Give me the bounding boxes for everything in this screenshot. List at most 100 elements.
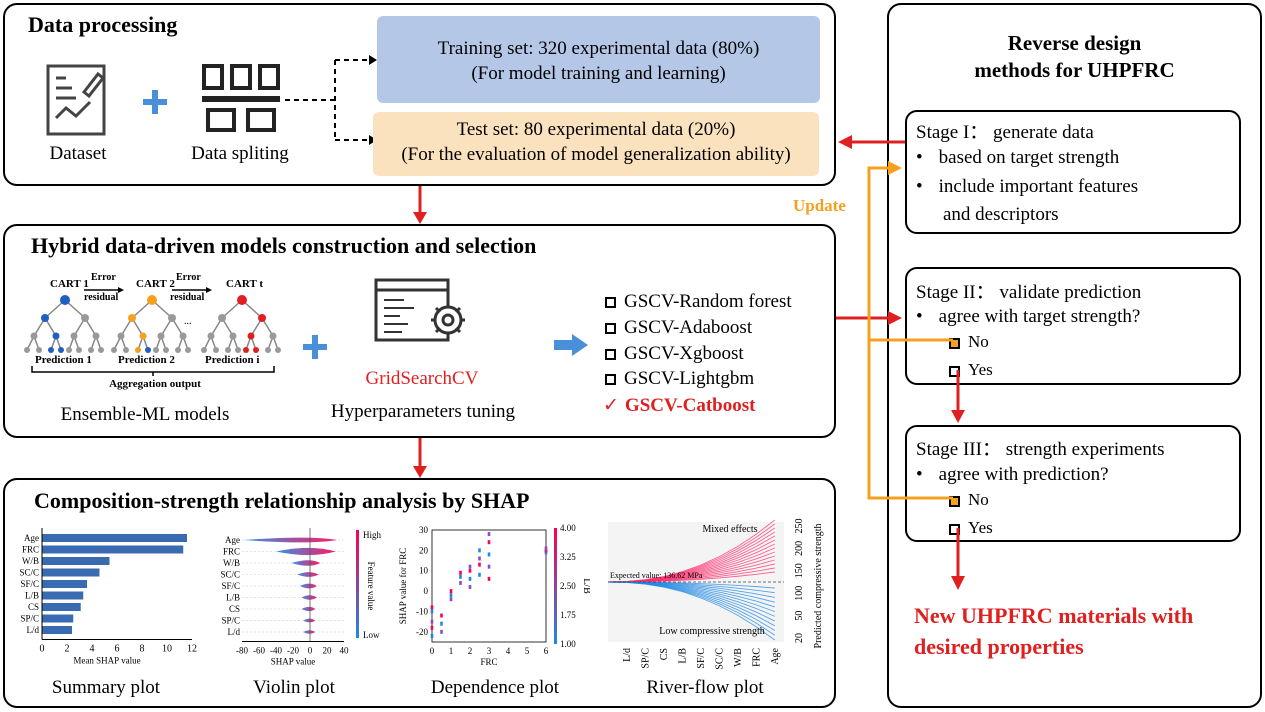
colorbar-tick-label: 4.00 xyxy=(560,523,576,533)
stage3-no: No xyxy=(949,490,989,510)
violin-category-label: CS xyxy=(229,604,240,614)
x-tick-label: 40 xyxy=(340,646,350,656)
x-tick-label: 0 xyxy=(40,644,45,655)
model-option-random-forest: GSCV-Random forest xyxy=(605,291,792,313)
river-category-label: SF/C xyxy=(696,648,707,669)
bar-category-label: L/B xyxy=(25,591,39,601)
river-flow-plot-label: River-flow plot xyxy=(646,677,764,698)
stage1-bullet2-cont: and descriptors xyxy=(943,204,1059,225)
dataset-label: Dataset xyxy=(49,143,107,164)
x-tick-label: 3 xyxy=(487,646,492,656)
x-tick-label: 6 xyxy=(115,644,120,655)
scatter-point xyxy=(468,585,472,590)
scatter-point xyxy=(487,540,491,545)
bar-category-label: CS xyxy=(28,602,39,612)
error-label-1: Error xyxy=(91,272,116,283)
river-category-label: SC/C xyxy=(714,648,725,670)
bar xyxy=(42,545,184,554)
stage2-box xyxy=(905,267,1241,385)
cart-tree-2 xyxy=(111,295,191,353)
bar xyxy=(42,626,72,634)
bar-category-label: W/B xyxy=(22,556,39,566)
y-tick-label: 0 xyxy=(424,586,429,596)
colorbar-tick-label: 1.00 xyxy=(560,639,576,649)
bar xyxy=(42,534,187,542)
river-category-label: W/B xyxy=(733,648,744,667)
y-tick-label: 250 xyxy=(794,519,805,534)
stage1-bullet1: •based on target strength xyxy=(916,147,1120,168)
scatter-point xyxy=(430,625,434,630)
river-line xyxy=(607,519,776,583)
predictioni-label: Prediction i xyxy=(205,354,260,366)
stage1-bullet2: •include important features xyxy=(916,176,1139,197)
x-tick-label: 10 xyxy=(162,644,172,655)
river-category-label: FRC xyxy=(751,648,762,667)
x-tick-label: -80 xyxy=(236,646,248,656)
river-category-label: SP/C xyxy=(641,648,652,669)
scatter-point xyxy=(487,532,491,537)
violin-shape xyxy=(301,606,316,612)
scatter-point xyxy=(544,546,548,551)
colorbar-tick-label: 1.75 xyxy=(560,610,576,620)
x-tick-label: 0 xyxy=(430,646,435,656)
x-tick-label: 2 xyxy=(468,646,473,656)
river-category-label: CS xyxy=(659,648,670,660)
x-tick-label: 6 xyxy=(544,646,549,656)
aggregation-label: Aggregation output xyxy=(109,378,201,390)
checkbox-icon xyxy=(949,523,960,535)
scatter-point xyxy=(459,574,462,579)
scatter-point xyxy=(459,580,462,585)
down-arrow-2 xyxy=(413,438,427,478)
checkbox-icon xyxy=(605,374,616,386)
violin-shape xyxy=(303,618,316,623)
hybrid-panel xyxy=(3,224,836,438)
model-option-adaboost: GSCV-Adaboost xyxy=(605,317,752,339)
stage1-title: Stage I： generate data xyxy=(916,122,1094,143)
cart1-label: CART 1 xyxy=(50,278,89,290)
x-tick-label: 4 xyxy=(90,644,95,655)
violin-category-label: SF/C xyxy=(221,581,240,591)
violin-category-label: W/B xyxy=(223,558,240,568)
violin-category-label: L/B xyxy=(226,593,240,603)
x-tick-label: 1 xyxy=(449,646,454,656)
scatter-point xyxy=(430,633,434,638)
gridsearch-label: GridSearchCV xyxy=(365,368,479,389)
prediction1-label: Prediction 1 xyxy=(35,354,92,366)
checkmark-icon: ✓ xyxy=(603,395,619,416)
violin-shape xyxy=(301,595,317,600)
checkbox-checked-icon xyxy=(949,495,960,507)
annotation-bottom: Low compressive strength xyxy=(659,626,765,637)
stage1-box xyxy=(905,110,1241,234)
hybrid-title: Hybrid data-driven models construction a… xyxy=(31,233,537,258)
dataset-icon xyxy=(46,64,106,136)
stage3-title: Stage III： strength experiments xyxy=(916,439,1165,460)
hyperparameters-label: Hyperparameters tuning xyxy=(330,401,516,422)
x-tick-label: 8 xyxy=(140,644,145,655)
data-splitting-label: Data spliting xyxy=(191,143,289,164)
bar-category-label: Age xyxy=(24,533,39,543)
stage3-box xyxy=(905,425,1241,542)
bar xyxy=(42,568,100,577)
stage2-no: No xyxy=(949,332,989,352)
model-option-lightgbm: GSCV-Lightgbm xyxy=(605,368,754,390)
x-tick-label: 4 xyxy=(506,646,511,656)
bar xyxy=(42,557,110,565)
y-tick-label: 100 xyxy=(794,586,805,601)
y-tick-label: 30 xyxy=(419,525,429,535)
scatter-point xyxy=(430,609,434,614)
down-arrow-1 xyxy=(413,186,427,224)
data-splitting-icon xyxy=(202,64,280,132)
scatter-point xyxy=(459,570,462,575)
y-tick-label: 10 xyxy=(419,566,429,576)
scatter-point xyxy=(544,550,548,555)
scatter-point xyxy=(440,613,443,618)
checkbox-icon xyxy=(949,365,960,377)
model-option-xgboost: GSCV-Xgboost xyxy=(605,343,744,365)
scatter-point xyxy=(468,568,472,573)
bar xyxy=(42,580,87,588)
residual-label-1: residual xyxy=(84,292,119,303)
test-set-box xyxy=(373,112,819,176)
expected-value-label: Expected value: 136.62 MPa xyxy=(610,571,703,580)
x-tick-label: 2 xyxy=(65,644,70,655)
